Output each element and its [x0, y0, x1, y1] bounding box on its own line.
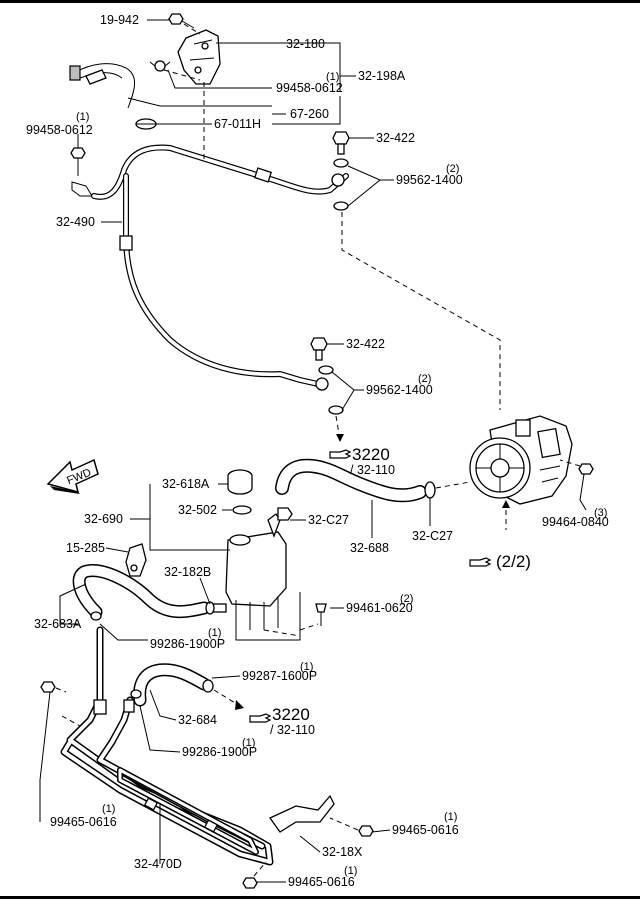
banjo-bolt-32-422-upper [332, 131, 350, 155]
ref-arrow-a [336, 434, 344, 442]
label-99464-0840: 99464-0840 [542, 515, 609, 529]
bracket-32-180 [177, 29, 221, 85]
label-99286-1900p-a: 99286-1900P [150, 637, 225, 651]
label-32-422-b: 32-422 [346, 337, 385, 351]
leader-19-942-dash [183, 23, 201, 35]
hose-to-pump-dash [435, 481, 471, 489]
label-32-18x: 32-18X [322, 845, 363, 859]
label-32-c27-a: 32-C27 [308, 513, 349, 527]
label-99465-0616-a-qty: (1) [102, 803, 115, 815]
clamp-99286-1900p-b [130, 689, 142, 699]
label-99465-0616-b-qty: (1) [444, 811, 457, 823]
label-99286-1900p-a-qty: (1) [208, 627, 221, 639]
bracket-32-18x [269, 794, 335, 833]
label-32-683a: 32-683A [34, 617, 82, 631]
label-32-c27-b: 32-C27 [412, 529, 453, 543]
cooler-dash [61, 715, 81, 727]
switch-harness [69, 60, 171, 109]
pressure-line-32-490-lower [123, 173, 321, 387]
clamp-32-182b [205, 601, 215, 615]
label-67-011h: 67-011H [214, 117, 261, 131]
hand-pointer-icon-b [469, 557, 492, 567]
label-99465-0616-a: 99465-0616 [50, 815, 117, 829]
bolt-19-942 [168, 13, 195, 29]
washer-lower-2 [328, 405, 344, 415]
label-32-198a: 32-198A [358, 69, 406, 83]
bottom-rule [0, 896, 640, 899]
label-99458-0612-b: 99458-0612 [26, 123, 93, 137]
washer-upper-1 [333, 158, 349, 168]
label-32-684: 32-684 [178, 713, 217, 727]
clip-67-011h [135, 118, 166, 130]
label-32-422-a: 32-422 [376, 131, 415, 145]
clamp-99286-1900p-a [90, 611, 102, 621]
label-32-182b: 32-182B [164, 565, 211, 579]
label-99461-0620: 99461-0620 [346, 601, 413, 615]
label-99287-1600p-qty: (1) [300, 661, 313, 673]
label-99287-1600p: 99287-1600P [242, 669, 317, 683]
reservoir-seal-32-502 [232, 505, 252, 515]
bolt-99465-0616-bottom [242, 861, 267, 889]
label-99562-1400-a: 99562-1400 [396, 173, 463, 187]
power-steering-pump [469, 415, 573, 505]
label-32-490: 32-490 [56, 215, 95, 229]
clamp-99287-1600p [202, 679, 214, 693]
label-99464-0840-qty: (3) [594, 507, 607, 519]
label-99562-1400-b: 99562-1400 [366, 383, 433, 397]
clamp-32-c27-pump [424, 481, 436, 499]
reservoir-tank [203, 513, 301, 641]
hand-pointer-icon-c [249, 713, 272, 723]
label-99562-1400-b-qty: (2) [418, 373, 431, 385]
label-99562-1400-a-qty: (2) [446, 163, 459, 175]
label-ref-3220-b: 3220 [272, 705, 310, 724]
label-32-688: 32-688 [350, 541, 389, 555]
washer-upper-2 [333, 201, 349, 211]
hand-pointer-icon-a [329, 449, 352, 459]
fwd-arrow-icon: FWD [46, 458, 99, 494]
label-32-690: 32-690 [84, 512, 123, 526]
top-rule [0, 0, 640, 3]
label-32-618a: 32-618A [162, 477, 210, 491]
bolt-99464-0840 [559, 459, 594, 475]
banjo-bolt-32-422-lower [310, 337, 328, 361]
bracket-dash [163, 69, 201, 81]
label-99458-0612-b-qty: (1) [76, 111, 89, 123]
label-15-285: 15-285 [66, 541, 105, 555]
label-99465-0616-b: 99465-0616 [392, 823, 459, 837]
label-ref-3220-a: 3220 [352, 445, 390, 464]
label-99458-0612-a-qty: (1) [326, 71, 339, 83]
pump-ref-arrow [502, 500, 510, 508]
bolt-99461-0620 [315, 603, 327, 626]
ref-arrow-b [235, 700, 244, 710]
label-99286-1900p-b: 99286-1900P [182, 745, 257, 759]
upper-fitting-to-pump-dash [341, 212, 501, 410]
label-32-470d: 32-470D [134, 857, 182, 871]
clamp-32-c27-reservoir [277, 507, 293, 521]
label-99465-0616-c-qty: (1) [344, 865, 357, 877]
reservoir-cap-32-618a [227, 469, 253, 495]
label-ref-32-110-b: / 32-110 [270, 723, 315, 737]
label-ref-32-110-a: / 32-110 [350, 463, 395, 477]
bracket-15-285 [125, 543, 147, 577]
label-67-260: 67-260 [290, 107, 329, 121]
oil-cooler-32-470d [60, 626, 274, 866]
label-99465-0616-c: 99465-0616 [288, 875, 355, 889]
label-19-942: 19-942 [100, 13, 139, 27]
label-32-502: 32-502 [178, 503, 217, 517]
bolt-99458-0612-left [70, 147, 93, 197]
bolt-99465-0616-right [329, 817, 374, 837]
reservoir-bolt-dash [299, 623, 319, 631]
label-32-180: 32-180 [286, 37, 325, 51]
label-99286-1900p-b-qty: (1) [242, 737, 255, 749]
reservoir-bracket-dash [263, 629, 301, 637]
washer-lower-1 [318, 365, 334, 375]
leader-lines [39, 19, 587, 883]
bolt-99465-0616-left [40, 681, 67, 693]
label-99461-0620-qty: (2) [400, 593, 413, 605]
label-99458-0612-a: 99458-0612 [276, 81, 343, 95]
label-ref-2-2: (2/2) [496, 552, 531, 571]
